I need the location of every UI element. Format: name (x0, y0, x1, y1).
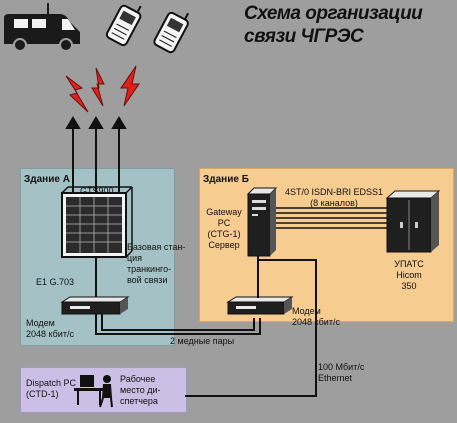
base-station-desc-line-2: ция (127, 253, 143, 263)
pbx-label-line-1: УПАТС (394, 259, 424, 269)
gateway-label-line-2: PC (217, 218, 231, 228)
workplace-label: Рабочее место ди- спетчера (120, 374, 161, 407)
van-icon (4, 3, 80, 52)
base-station-desc-line-4: вой связи (127, 275, 168, 285)
base-station-icon (61, 186, 133, 258)
isdn-label-line-1: 4ST/0 ISDN-BRI EDSS1 (284, 187, 384, 197)
workplace-label-line-1: Рабочее (120, 374, 156, 384)
dispatch-pc-label-line-2: (CTD-1) (26, 389, 59, 399)
modem-b-label-line-2: 2048 кбит/с (292, 317, 340, 327)
antenna-mast (65, 116, 127, 196)
building-b-label: Здание Б (203, 174, 249, 185)
handheld-radio-1-icon (105, 4, 142, 47)
isdn-bri-lines (276, 207, 388, 229)
diagram-title: Схема организации связи ЧГРЭС (244, 2, 454, 48)
gateway-server-icon (246, 187, 278, 257)
base-station-model-label: GTS900 (80, 186, 114, 196)
title-line-1: Схема организации (244, 3, 423, 24)
modem-b-label-line-1: Модем (292, 306, 321, 316)
pbx-cabinet-icon (385, 190, 441, 253)
modem-a-icon (60, 296, 130, 315)
gateway-label: Gateway PC (CTG-1) Сервер (202, 207, 246, 251)
modem-b-icon (226, 296, 294, 315)
isdn-label: 4ST/0 ISDN-BRI EDSS1 (8 каналов) (280, 187, 388, 209)
modem-a-label-line-2: 2048 кбит/с (26, 329, 74, 339)
pbx-label-line-2: Hicom (396, 270, 422, 280)
ethernet-link-line (185, 256, 317, 397)
gateway-label-line-4: Сервер (208, 240, 240, 250)
modem-a-label: Модем 2048 кбит/с (26, 318, 74, 340)
base-station-desc-line-3: транкинго- (127, 264, 172, 274)
copper-pair-link (95, 314, 261, 335)
base-station-desc-line-1: Базовая стан- (127, 242, 186, 252)
base-station-desc: Базовая стан- ция транкинго- вой связи (127, 242, 185, 286)
pbx-label: УПАТС Hicom 350 (385, 259, 433, 292)
dispatch-pc-label-line-1: Dispatch PC (26, 378, 77, 388)
title-line-2: связи ЧГРЭС (244, 26, 364, 47)
workplace-label-line-3: спетчера (120, 396, 158, 406)
ethernet-label: 100 Мбит/с Ethernet (318, 362, 364, 384)
modem-a-label-line-1: Модем (26, 318, 55, 328)
dispatcher-workplace-icon (74, 375, 113, 408)
gateway-label-line-3: (CTG-1) (207, 229, 241, 239)
dispatch-pc-label: Dispatch PC (CTD-1) (26, 378, 76, 400)
radio-link-lightning (65, 65, 140, 113)
handheld-radio-2-icon (153, 11, 190, 54)
workplace-label-line-2: место ди- (120, 385, 161, 395)
gateway-label-line-1: Gateway (206, 207, 242, 217)
modem-b-label: Модем 2048 кбит/с (292, 306, 340, 328)
pbx-label-line-3: 350 (401, 281, 417, 291)
copper-pair-label: 2 медные пары (170, 336, 235, 346)
building-a-label: Здание А (24, 174, 70, 185)
e1-interface-label: E1 G.703 (36, 277, 75, 287)
ethernet-label-line-1: 100 Мбит/с (318, 362, 365, 372)
isdn-label-line-2: (8 каналов) (310, 198, 358, 208)
ethernet-label-line-2: Ethernet (318, 373, 353, 383)
